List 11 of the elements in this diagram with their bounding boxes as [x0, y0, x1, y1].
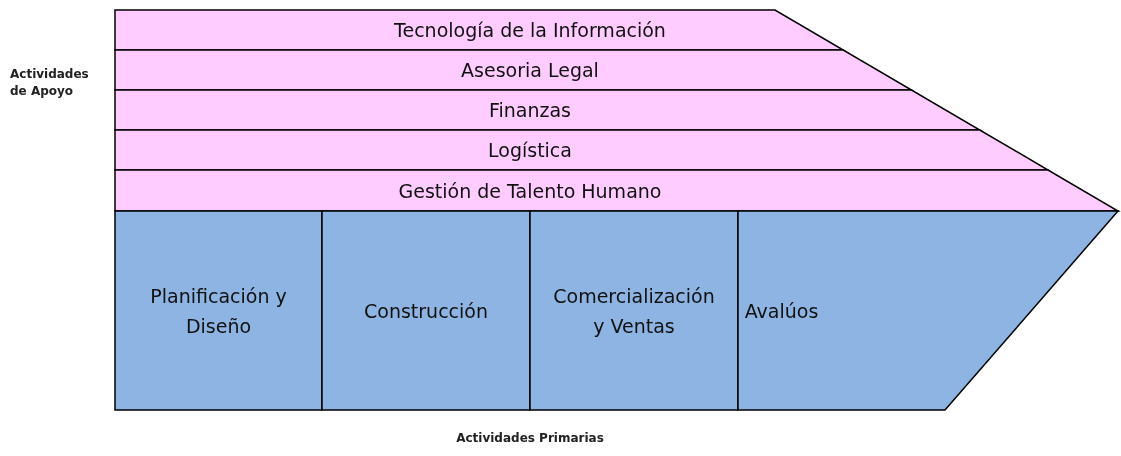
band-label: Gestión de Talento Humano [398, 178, 662, 204]
band-label: Finanzas [488, 98, 572, 123]
section-label: Actividades Primarias [456, 431, 604, 445]
band-label: Asesoria Legal [461, 58, 599, 83]
box-label: Planificación y Diseño [149, 283, 288, 339]
box-label: Construcción [364, 298, 488, 324]
band-label: Logística [488, 138, 572, 163]
section-label: Actividades de Apoyo [10, 67, 89, 98]
box-label: Avalúos [744, 298, 819, 324]
box-label: Comercialización y Ventas [552, 283, 716, 339]
band-label: Tecnología de la Información [394, 18, 666, 43]
